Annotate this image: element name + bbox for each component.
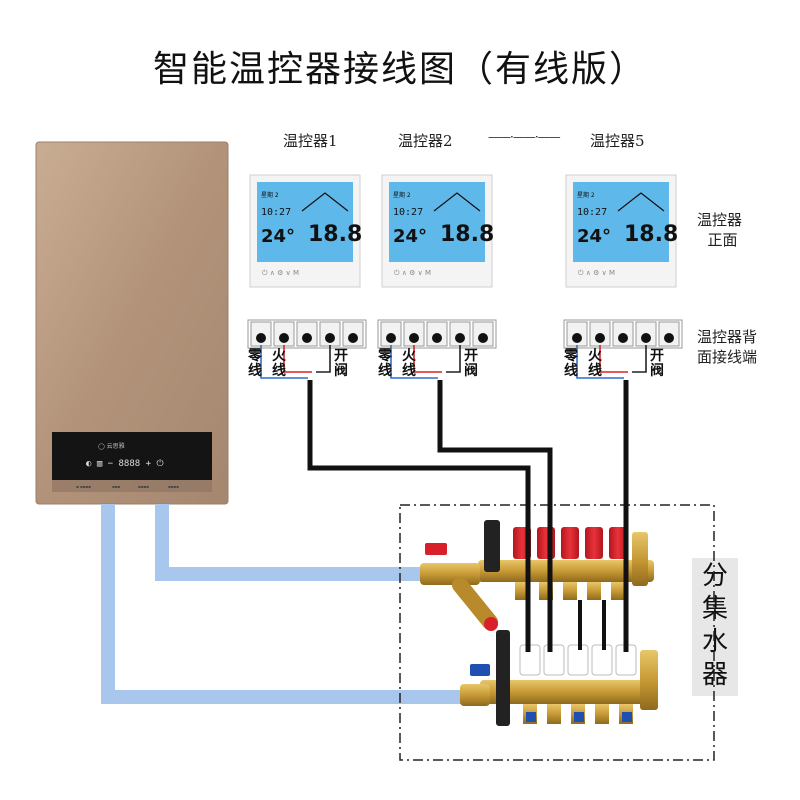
svg-text:24°: 24° [577,226,611,247]
thermostat-front-5: 星期 2 10:27 24° 18.8 ⏻ ∧ ⚙ ∨ M [565,174,678,288]
svg-text:▪▪▪▪: ▪▪▪▪ [168,484,179,489]
thermostat-1-label: 温控器1 [283,132,338,150]
svg-text:10:27: 10:27 [393,207,423,218]
control-cables-extra [578,600,606,650]
svg-text:⏻ ∧ ⚙ ∨ M: ⏻ ∧ ⚙ ∨ M [394,269,431,277]
neutral-label-1: 零线 [248,348,262,379]
manifold-enclosure [399,504,715,761]
svg-text:10:27: 10:27 [261,207,291,218]
signal-wires [260,345,647,379]
control-cables [307,380,629,652]
svg-text:⏻ ∧ ⚙ ∨ M: ⏻ ∧ ⚙ ∨ M [262,269,299,277]
manifold-label-char1: 分 [701,561,728,591]
svg-text:▪▪▪▪: ▪▪▪▪ [138,484,149,489]
svg-text:18.8: 18.8 [624,222,678,247]
back-label: 温控器背 面接线端 [697,327,757,367]
svg-text:星期 2: 星期 2 [577,191,595,199]
neutral-label-2: 零线 [378,348,392,379]
manifold-label-char2: 集 [701,594,728,624]
return-manifold [460,630,658,726]
live-label-1: 火线 [272,348,286,379]
thermostat-2-label: 温控器2 [398,132,453,150]
manifold-label-char4: 器 [701,660,728,690]
valve-label-5: 开阀 [650,348,664,379]
front-label-line2: 正面 [707,231,738,249]
water-pipes [101,504,470,704]
terminal-block-1 [247,319,367,349]
svg-text:18.8: 18.8 [308,222,362,247]
live-label-5: 火线 [588,348,602,379]
back-label-line1: 温控器背 [697,328,758,346]
manifold-label: 分 集 水 器 [692,558,738,696]
svg-text:10:27: 10:27 [577,207,607,218]
svg-text:◯ 云思雅: ◯ 云思雅 [98,442,125,450]
svg-text:18.8: 18.8 [440,222,494,247]
back-label-line2: 面接线端 [697,348,758,366]
terminal-block-5 [563,319,683,349]
thermostat-5-label: 温控器5 [590,132,645,150]
supply-manifold [420,520,654,631]
svg-text:24°: 24° [393,226,427,247]
terminal-block-2 [377,319,497,349]
front-label: 温控器 正面 [697,210,742,250]
ellipsis-dash: ——·——·—— [488,130,561,144]
thermostat-front-1: 星期 2 10:27 24° 18.8 ⏻ ∧ ⚙ ∨ M [249,174,362,288]
svg-text:星期 2: 星期 2 [261,191,279,199]
thermostat-front-2: 星期 2 10:27 24° 18.8 ⏻ ∧ ⚙ ∨ M [381,174,494,288]
svg-text:24°: 24° [261,226,295,247]
neutral-label-5: 零线 [564,348,578,379]
front-label-line1: 温控器 [697,211,743,229]
diagram-title: 智能温控器接线图（有线版） [152,49,647,90]
valve-label-1: 开阀 [334,348,348,379]
svg-text:⏻ ∧ ⚙ ∨ M: ⏻ ∧ ⚙ ∨ M [578,269,615,277]
boiler: ◯ 云思雅 ◐ ▥ − 8888 + ⏻ ▪ ▪▪▪▪▪▪▪▪▪▪▪▪▪▪▪ [35,141,229,505]
svg-text:◐ ▥ − 8888 + ⏻: ◐ ▥ − 8888 + ⏻ [86,458,164,469]
manifold-label-char3: 水 [701,627,728,657]
svg-text:▪ ▪▪▪▪: ▪ ▪▪▪▪ [76,484,91,489]
valve-label-2: 开阀 [464,348,478,379]
live-label-2: 火线 [402,348,416,379]
svg-text:▪▪▪: ▪▪▪ [112,484,120,489]
svg-text:星期 2: 星期 2 [393,191,411,199]
